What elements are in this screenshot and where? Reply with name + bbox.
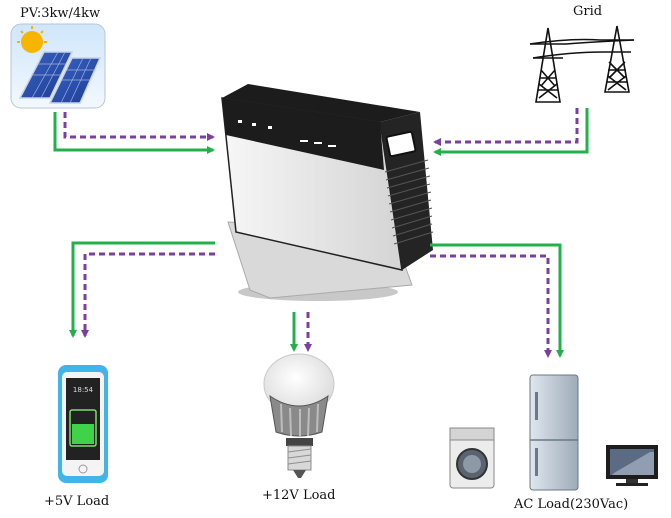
led-bulb-icon — [263, 353, 335, 478]
load-ac-label: AC Load(230Vac) — [514, 497, 629, 512]
refrigerator-icon — [529, 374, 579, 491]
solar-panel-icon — [10, 23, 106, 109]
svg-text:18:54: 18:54 — [73, 386, 94, 394]
grid-label: Grid — [573, 4, 603, 19]
monitor-icon — [606, 445, 658, 486]
smartphone-icon: 18:54 — [58, 365, 108, 483]
pv-label: PV:3kw/4kw — [20, 6, 101, 21]
flow-lines — [53, 108, 589, 358]
transmission-tower-icon — [529, 25, 635, 103]
load-5v-label: +5V Load — [44, 494, 110, 509]
load-12v-label: +12V Load — [262, 488, 336, 503]
inverter-device-icon — [221, 84, 434, 301]
washing-machine-icon — [449, 427, 495, 489]
